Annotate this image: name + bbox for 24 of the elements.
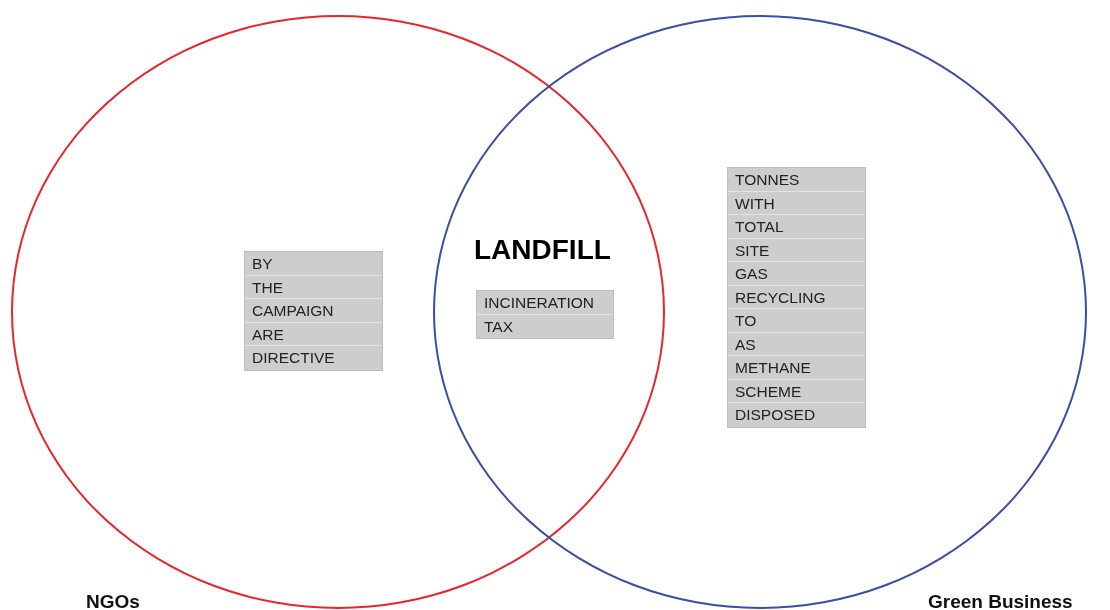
list-item: METHANE [728,356,865,380]
list-item: THE [245,275,382,299]
list-item: TO [728,309,865,333]
heading: LANDFILL [474,234,611,266]
list-item: TAX [483,316,514,337]
list-item: INCINERATION [477,291,613,315]
set-label: Green Business [928,591,1073,610]
word-list [244,251,383,371]
list-item: BY [245,252,382,276]
list-item: DISPOSED [734,405,817,425]
word-list [476,290,614,339]
list-item: SITE [728,238,865,262]
list-item: TONNES [728,168,865,192]
list-item: ARE [245,322,382,346]
list-item: CAMPAIGN [245,299,382,323]
list-item: AS [728,332,865,356]
list-item: DIRECTIVE [251,348,336,368]
word-list [727,167,866,428]
list-item: TOTAL [728,215,865,239]
list-item: SCHEME [728,379,865,403]
list-item: WITH [728,191,865,215]
set-label: NGOs [86,591,140,610]
list-item: GAS [728,262,865,286]
list-item: RECYCLING [728,285,865,309]
